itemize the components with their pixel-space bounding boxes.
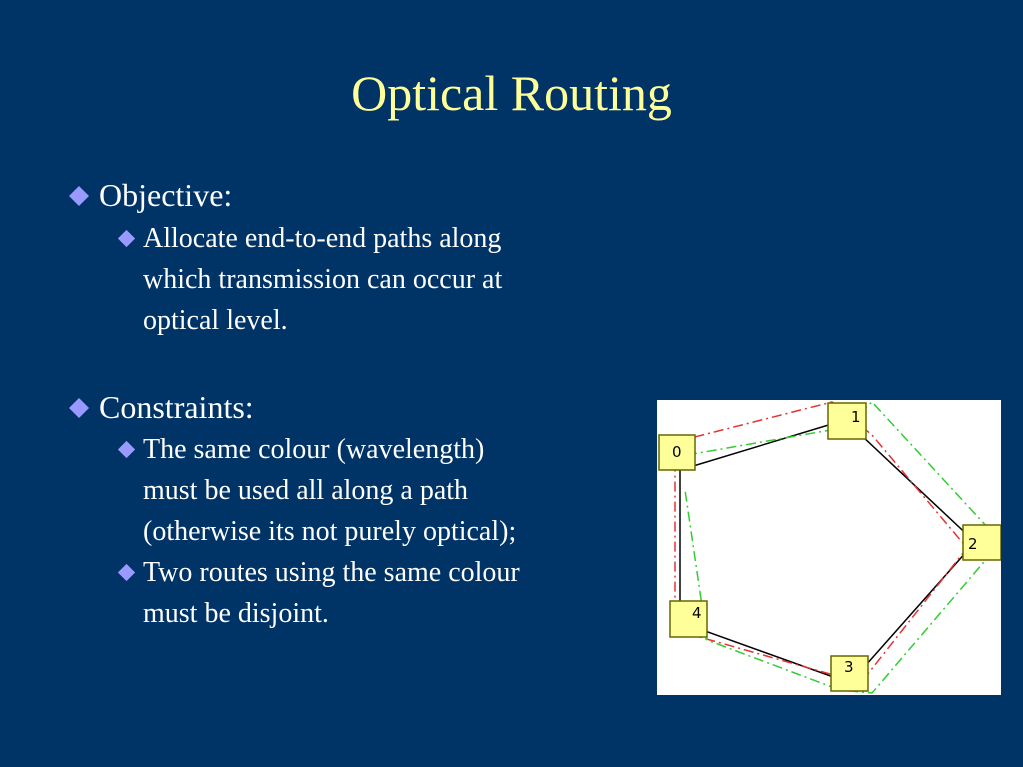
bullet-line: must be disjoint.: [143, 598, 329, 629]
node-label: 1: [851, 408, 861, 426]
bullet-heading-objective: Objective:: [99, 177, 233, 213]
diamond-bullet-icon: [69, 398, 89, 418]
node-label: 0: [672, 443, 682, 461]
bullet-line: (otherwise its not purely optical);: [143, 516, 517, 547]
red-lightpath: [674, 401, 968, 677]
bullet-line: Allocate end-to-end paths along: [143, 223, 502, 254]
node-label: 2: [968, 535, 978, 553]
bullet-line: The same colour (wavelength): [143, 434, 485, 465]
diamond-bullet-icon: [69, 186, 89, 206]
ring-network-svg: 0 1 2 3 4: [658, 400, 1001, 694]
bullet-line: which transmission can occur at: [143, 264, 503, 295]
node-0: 0: [658, 434, 696, 471]
diamond-bullet-icon: [117, 563, 136, 582]
bullet-line: Two routes using the same colour: [143, 557, 520, 588]
node-label: 3: [844, 658, 854, 676]
node-4: 4: [669, 600, 708, 638]
bullet-line: optical level.: [143, 305, 288, 336]
node-2: 2: [962, 524, 1001, 561]
bullet-item-constraints-2: Two routes using the same colour must be…: [143, 552, 520, 634]
node-1: 1: [827, 402, 867, 440]
diamond-bullet-icon: [117, 440, 136, 459]
black-lightpath: [679, 419, 977, 684]
slide-title: Optical Routing: [351, 65, 672, 121]
node-label: 4: [692, 604, 702, 622]
node-3: 3: [830, 655, 869, 692]
ring-network-diagram: 0 1 2 3 4: [657, 400, 1001, 695]
diamond-bullet-icon: [117, 229, 136, 248]
bullet-heading-constraints: Constraints:: [99, 389, 254, 425]
bullet-line: must be used all along a path: [143, 475, 469, 506]
bullet-item-objective-1: Allocate end-to-end paths along which tr…: [143, 218, 502, 341]
green-lightpath: [684, 400, 1001, 694]
bullet-item-constraints-1: The same colour (wavelength) must be use…: [143, 429, 516, 552]
